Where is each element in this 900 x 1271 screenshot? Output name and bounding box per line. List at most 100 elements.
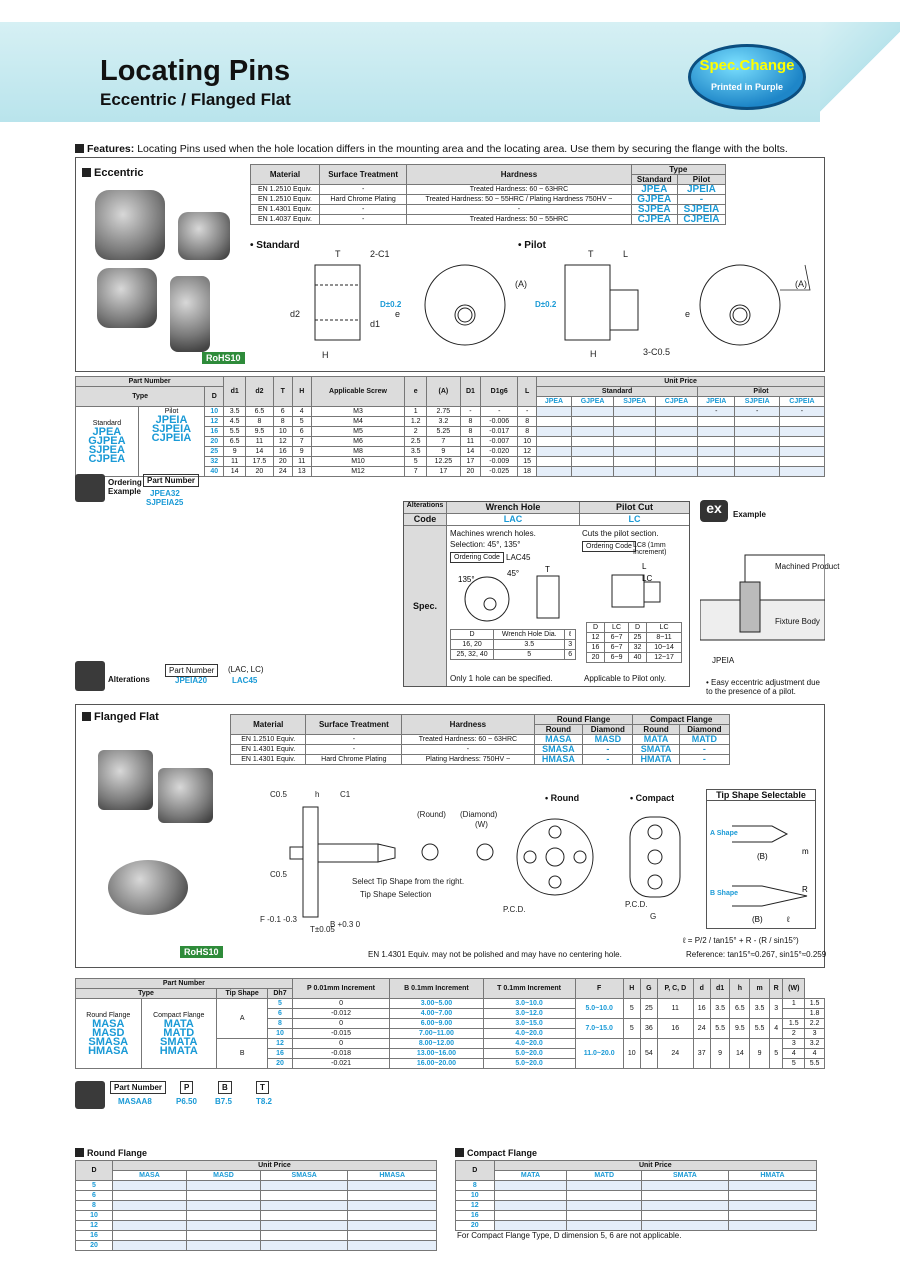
svg-text:C0.5: C0.5 bbox=[270, 870, 287, 879]
flanged-w-cell: 1.5 bbox=[804, 998, 825, 1009]
type-name: MASD bbox=[92, 1027, 125, 1039]
price-row: 6 bbox=[75, 1190, 437, 1201]
flanged-ex-4: T8.2 bbox=[256, 1097, 273, 1106]
price-cell bbox=[493, 1180, 568, 1191]
price-cell bbox=[111, 1200, 187, 1211]
material-cell: - bbox=[318, 204, 408, 215]
pc-cell: 12~17 bbox=[646, 652, 682, 663]
flanged-section bbox=[75, 704, 825, 968]
price-cell bbox=[734, 416, 780, 427]
part-cell-A: 9 bbox=[426, 446, 461, 457]
price-cell bbox=[727, 1210, 818, 1221]
price-col-header: SMATA bbox=[640, 1170, 729, 1181]
group-cell-F: 5 bbox=[622, 1018, 641, 1039]
price-row: 5 bbox=[75, 1180, 437, 1191]
svg-text:T: T bbox=[545, 565, 550, 574]
flanged-w-cell: 3.2 bbox=[804, 1038, 825, 1049]
svg-text:h: h bbox=[315, 790, 319, 799]
flanged-rohs-badge: RoHS10 bbox=[180, 946, 223, 958]
price-d-cell: 5 bbox=[75, 1180, 113, 1191]
flanged-material-cell: EN 1.2510 Equiv. bbox=[229, 734, 307, 745]
part-cell-T: 16 bbox=[272, 446, 293, 457]
part-cell-g6: -0.025 bbox=[480, 466, 519, 477]
material-cell: Treated Hardness: 50 ~ 55HRC / Plating H… bbox=[406, 194, 632, 205]
pc-cell: 32 bbox=[627, 642, 648, 653]
alterations-icon bbox=[75, 661, 105, 691]
part-cell-D1: 14 bbox=[459, 446, 482, 457]
price-cell bbox=[640, 1180, 729, 1191]
flanged-ex-1: MASAA8 bbox=[118, 1097, 152, 1106]
svg-text:45°: 45° bbox=[507, 569, 519, 578]
price-d-cell: 12 bbox=[455, 1200, 495, 1211]
material-cell: EN 1.4301 Equiv. bbox=[250, 204, 320, 215]
svg-text:G: G bbox=[650, 912, 656, 921]
price-cell bbox=[613, 416, 656, 427]
price-cell bbox=[613, 436, 656, 447]
flanged-material-cell: - bbox=[305, 744, 403, 755]
price-cell bbox=[347, 1200, 437, 1211]
price-cell bbox=[185, 1220, 261, 1231]
pc-cell: 6~9 bbox=[604, 652, 629, 663]
svg-text:F -0.1 -0.3: F -0.1 -0.3 bbox=[260, 915, 297, 924]
part-cell-H: 7 bbox=[291, 436, 312, 447]
part-cell-H: 4 bbox=[291, 406, 312, 417]
price-cell bbox=[640, 1210, 729, 1221]
price-cell bbox=[347, 1240, 437, 1251]
wh-note: Only 1 hole can be specified. bbox=[450, 674, 553, 683]
eccentric-heading: Eccentric bbox=[82, 167, 144, 179]
part-cell-g6: -0.017 bbox=[480, 426, 519, 437]
price-cell bbox=[566, 1180, 642, 1191]
price-cell bbox=[185, 1200, 261, 1211]
material-cell: SJPEA bbox=[630, 204, 678, 215]
group-cell-PCD: 16 bbox=[692, 998, 711, 1019]
part-cell-L: - bbox=[517, 406, 538, 417]
price-cell bbox=[536, 436, 572, 447]
part-cell-A: 7 bbox=[426, 436, 461, 447]
flanged-p-cell: 7.00~11.00 bbox=[389, 1028, 484, 1039]
compact-note: For Compact Flange Type, D dimension 5, … bbox=[457, 1231, 682, 1240]
group-cell-T: 11.0~20.0 bbox=[574, 1038, 624, 1069]
example-fixture: Fixture Body bbox=[775, 617, 820, 626]
price-cell bbox=[570, 406, 615, 417]
price-row: 12 bbox=[75, 1220, 437, 1231]
flanged-material-cell: - bbox=[678, 754, 731, 765]
svg-text:e: e bbox=[395, 309, 400, 319]
flanged-material-table: Material Surface Treatment Hardness Roun… bbox=[229, 714, 731, 765]
svg-text:m: m bbox=[802, 847, 809, 856]
part-cell-T: 12 bbox=[272, 436, 293, 447]
flanged-material-row: EN 1.2510 Equiv.-Treated Hardness: 60 ~ … bbox=[229, 734, 731, 745]
pc-cell: 25 bbox=[627, 632, 648, 643]
svg-text:LC: LC bbox=[642, 574, 652, 583]
price-cell bbox=[570, 446, 615, 457]
price-cell bbox=[734, 426, 780, 437]
group-cell-PCD: 24 bbox=[692, 1018, 711, 1039]
price-cell bbox=[566, 1190, 642, 1201]
price-cell bbox=[347, 1180, 437, 1191]
price-cell bbox=[727, 1220, 818, 1231]
flanged-photo-3 bbox=[108, 860, 188, 915]
price-cell bbox=[697, 466, 736, 477]
material-cell: SJPEIA bbox=[676, 204, 727, 215]
flanged-material-cell: - bbox=[678, 744, 731, 755]
part-cell-e: 2.5 bbox=[404, 436, 428, 447]
type-name: Compact Flange bbox=[153, 1012, 205, 1019]
pc-cell: LC bbox=[604, 622, 629, 633]
price-cell bbox=[536, 466, 572, 477]
flanged-d-cell: 16 bbox=[267, 1048, 293, 1059]
price-cell bbox=[640, 1200, 729, 1211]
part-cell-d1: 14 bbox=[223, 466, 247, 477]
part-cell-scr: M5 bbox=[310, 426, 406, 437]
eccentric-material-table: Material Surface Treatment Hardness Type… bbox=[250, 164, 727, 225]
pc-cell: 6~7 bbox=[604, 642, 629, 653]
group-cell-m: 4 bbox=[768, 1018, 784, 1039]
price-cell bbox=[493, 1220, 568, 1231]
alterations-table: Alterations Wrench Hole Pilot Cut Code L… bbox=[403, 501, 690, 687]
flanged-w-cell: 4 bbox=[804, 1048, 825, 1059]
svg-text:C0.5: C0.5 bbox=[270, 790, 287, 799]
spec-change-badge: Spec.Change Printed in Purple bbox=[688, 44, 806, 110]
ordering-example-1: JPEA32 bbox=[150, 489, 180, 498]
compact-price-title: Compact Flange bbox=[455, 1148, 537, 1158]
flanged-tol-cell: -0.012 bbox=[291, 1008, 391, 1019]
